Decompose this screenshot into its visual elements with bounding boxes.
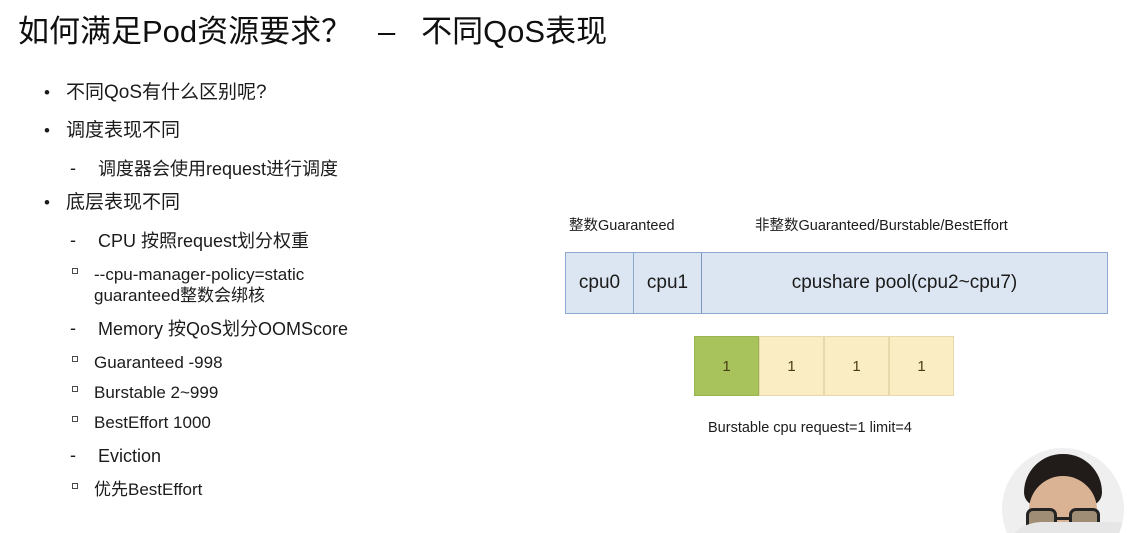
list-item-label: 底层表现不同: [66, 192, 181, 213]
bullet-dash-icon: -: [70, 158, 76, 178]
list-item: • 不同QoS有什么区别呢?: [38, 82, 538, 104]
list-item-label: Eviction: [98, 446, 162, 466]
avatar: [1002, 448, 1124, 533]
request-cell-limit-2: 1: [824, 336, 889, 396]
bullet-square-icon: [72, 356, 78, 362]
request-cell-limit-1: 1: [759, 336, 824, 396]
request-cell-request: 1: [694, 336, 759, 396]
page-title: 如何满足Pod资源要求？ – 不同QoS表现: [18, 14, 608, 49]
bullet-dot-icon: •: [44, 83, 50, 102]
shoulders-shape: [1002, 522, 1124, 533]
bullet-dot-icon: •: [44, 121, 50, 140]
list-item-label: --cpu-manager-policy=static: [94, 265, 305, 284]
cpu-cell-cpushare-pool: cpushare pool(cpu2~cpu7): [702, 253, 1107, 313]
cpu-bar: cpu0 cpu1 cpushare pool(cpu2~cpu7): [565, 252, 1108, 314]
cpu-cell-cpu0: cpu0: [566, 253, 634, 313]
list-item: Guaranteed -998: [68, 352, 538, 373]
list-item-label: Burstable 2~999: [94, 383, 219, 402]
list-item-label: 调度表现不同: [66, 120, 181, 141]
diagram-labels: 整数Guaranteed 非整数Guaranteed/Burstable/Bes…: [560, 214, 1120, 240]
request-limit-bar: 1 1 1 1: [694, 336, 954, 396]
list-item: - CPU 按照request划分权重: [66, 230, 538, 252]
list-item-label: BestEffort 1000: [94, 413, 211, 432]
list-item: --cpu-manager-policy=static guaranteed整数…: [68, 264, 538, 306]
diagram-label-integer-guaranteed: 整数Guaranteed: [569, 218, 675, 234]
request-cell-limit-3: 1: [889, 336, 954, 396]
glasses-bridge: [1057, 517, 1069, 520]
list-item-label: 优先BestEffort: [94, 480, 203, 499]
bullet-square-icon: [72, 268, 78, 274]
outline-list: • 不同QoS有什么区别呢? • 调度表现不同 - 调度器会使用request进…: [38, 82, 538, 509]
bullet-square-icon: [72, 483, 78, 489]
list-item-label: CPU 按照request划分权重: [98, 231, 310, 251]
list-item-label-line2: guaranteed整数会绑核: [94, 286, 266, 305]
list-item: • 调度表现不同: [38, 120, 538, 142]
bullet-square-icon: [72, 416, 78, 422]
list-item: BestEffort 1000: [68, 412, 538, 433]
cpu-cell-cpu1: cpu1: [634, 253, 702, 313]
list-item: - Memory 按QoS划分OOMScore: [66, 318, 538, 340]
list-item: - Eviction: [66, 445, 538, 467]
list-item-label: Memory 按QoS划分OOMScore: [98, 319, 349, 339]
bullet-square-icon: [72, 386, 78, 392]
list-item-label: 不同QoS有什么区别呢?: [66, 82, 267, 103]
bullet-dash-icon: -: [70, 230, 76, 250]
webcam-overlay: [988, 444, 1138, 533]
list-item-label: 调度器会使用request进行调度: [98, 159, 339, 179]
cpu-allocation-diagram: 整数Guaranteed 非整数Guaranteed/Burstable/Bes…: [560, 214, 1120, 436]
list-item: 优先BestEffort: [68, 479, 538, 500]
list-item-label: Guaranteed -998: [94, 353, 223, 372]
bullet-dash-icon: -: [70, 445, 76, 465]
request-limit-caption: Burstable cpu request=1 limit=4: [708, 420, 912, 436]
list-item: Burstable 2~999: [68, 382, 538, 403]
list-item: - 调度器会使用request进行调度: [66, 158, 538, 180]
list-item: • 底层表现不同: [38, 192, 538, 214]
bullet-dash-icon: -: [70, 318, 76, 338]
bullet-dot-icon: •: [44, 193, 50, 212]
diagram-label-non-integer: 非整数Guaranteed/Burstable/BestEffort: [755, 218, 1008, 234]
